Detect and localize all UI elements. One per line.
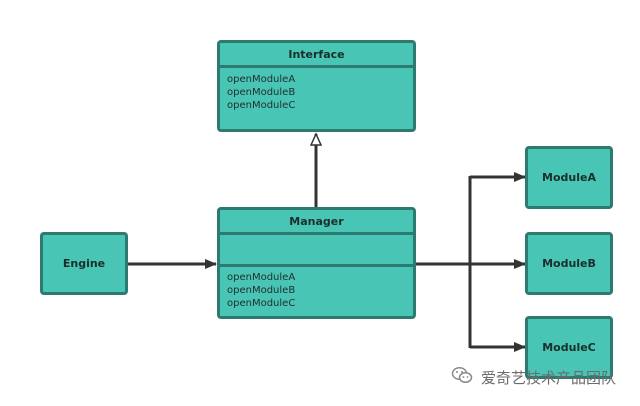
module-b-label: ModuleB [542,257,596,270]
interface-class-box: Interface openModuleA openModuleB openMo… [217,40,416,132]
interface-method: openModuleC [227,100,296,111]
module-c-label: ModuleC [542,341,596,354]
interface-methods: openModuleA openModuleB openModuleC [220,68,413,112]
manager-title: Manager [220,210,413,235]
manager-attributes-section [220,235,413,267]
manager-method: openModuleB [227,285,296,296]
engine-box: Engine [40,232,128,295]
interface-method: openModuleB [227,87,296,98]
manager-class-box: Manager openModuleA openModuleB openModu… [217,207,416,319]
manager-method: openModuleA [227,272,296,283]
manager-methods: openModuleA openModuleB openModuleC [220,267,413,310]
interface-title: Interface [220,43,413,68]
engine-label: Engine [62,257,106,270]
module-b-box: ModuleB [525,232,613,295]
wechat-icon [451,366,473,388]
manager-method: openModuleC [227,298,296,309]
module-a-label: ModuleA [542,171,596,184]
module-a-box: ModuleA [525,146,613,209]
module-c-box: ModuleC [525,316,613,379]
watermark-text: 爱奇艺技术产品团队 [481,368,617,387]
interface-method: openModuleA [227,74,296,85]
watermark: 爱奇艺技术产品团队 [451,366,616,388]
